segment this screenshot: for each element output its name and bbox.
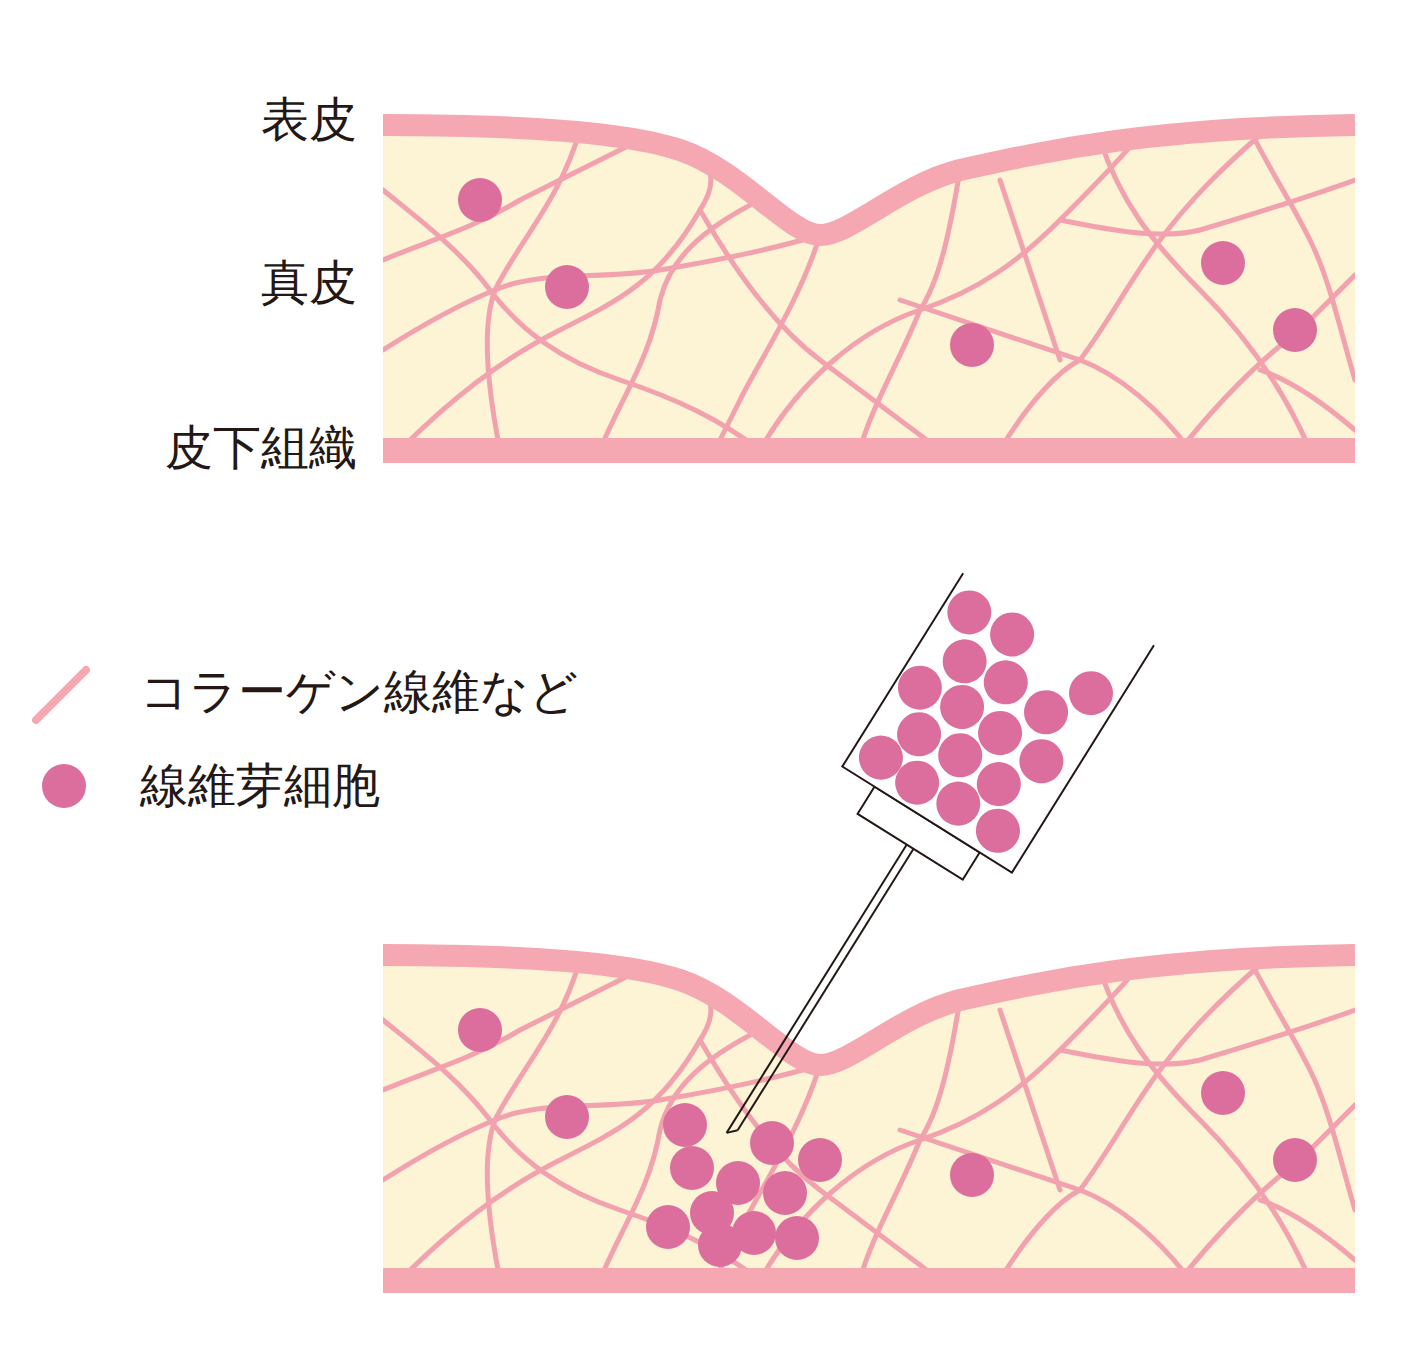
legend-text: コラーゲン線維など bbox=[140, 663, 578, 721]
legend-line-sample bbox=[36, 670, 86, 720]
legend-dot bbox=[42, 764, 86, 808]
layer-label: 真皮 bbox=[261, 254, 357, 312]
legend-text: 線維芽細胞 bbox=[140, 757, 380, 815]
layer-label: 皮下組織 bbox=[165, 419, 357, 477]
layer-label: 表皮 bbox=[261, 91, 357, 149]
